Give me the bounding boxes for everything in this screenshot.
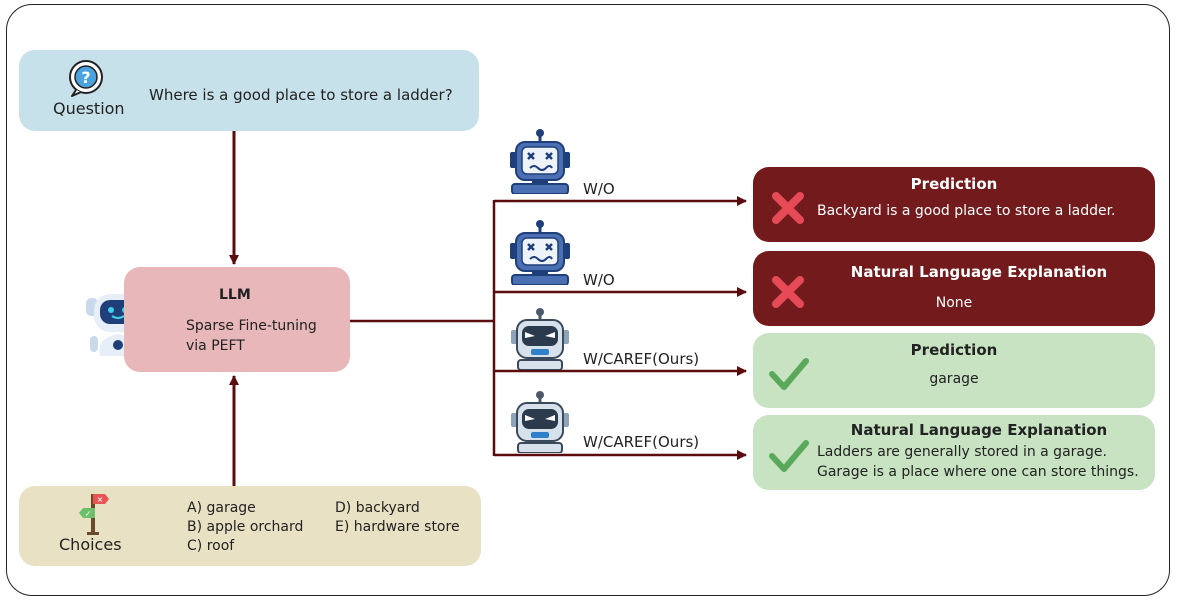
svg-text:✓: ✓ xyxy=(85,510,92,519)
llm-desc-line-1: Sparse Fine-tuning xyxy=(186,318,317,334)
choice-e: E) hardware store xyxy=(335,519,460,535)
branch-label-2: W/O xyxy=(583,271,615,289)
output-text: garage xyxy=(929,371,979,387)
angry-robot-icon xyxy=(511,308,569,370)
output-title: Natural Language Explanation xyxy=(850,421,1108,439)
choice-a: A) garage xyxy=(187,500,256,516)
llm-title: LLM xyxy=(219,287,251,303)
cross-icon xyxy=(772,276,804,308)
broken-robot-icon xyxy=(510,220,570,285)
llm-desc-line-2: via PEFT xyxy=(186,338,245,354)
output-title: Natural Language Explanation xyxy=(850,263,1108,281)
branch-label-1: W/O xyxy=(583,180,615,198)
svg-text:?: ? xyxy=(81,68,90,87)
question-text: Where is a good place to store a ladder? xyxy=(149,86,453,104)
question-label: Question xyxy=(53,99,125,118)
checkmark-icon xyxy=(769,358,809,390)
output-text-line-1: Ladders are generally stored in a garage… xyxy=(817,444,1107,460)
output-text: Backyard is a good place to store a ladd… xyxy=(817,203,1116,219)
output-title: Prediction xyxy=(910,175,998,193)
cross-icon xyxy=(772,192,804,224)
choice-b: B) apple orchard xyxy=(187,519,304,535)
choices-box: ✕ ✓ Choices A) garage B) apple orchard C… xyxy=(19,486,481,566)
output-explanation-correct: Natural Language Explanation Ladders are… xyxy=(753,415,1155,490)
choices-label: Choices xyxy=(59,535,122,554)
output-explanation-wrong: Natural Language Explanation None xyxy=(753,251,1155,326)
choice-c: C) roof xyxy=(187,538,235,554)
output-text: None xyxy=(935,295,973,311)
svg-text:✕: ✕ xyxy=(97,496,104,505)
diagram-frame xyxy=(6,4,1170,596)
branch-label-3: W/CAREF(Ours) xyxy=(583,350,700,368)
question-box: ? Question Where is a good place to stor… xyxy=(19,50,479,131)
output-title: Prediction xyxy=(910,341,998,359)
angry-robot-icon xyxy=(511,391,569,453)
output-prediction-correct: Prediction garage xyxy=(753,333,1155,408)
llm-box: LLM Sparse Fine-tuning via PEFT xyxy=(124,267,350,372)
signpost-icon: ✕ ✓ xyxy=(79,494,109,535)
llm-description: Sparse Fine-tuning via PEFT xyxy=(186,316,317,356)
question-mark-icon: ? xyxy=(69,60,103,97)
checkmark-icon xyxy=(769,440,809,472)
broken-robot-icon xyxy=(510,129,570,194)
choice-d: D) backyard xyxy=(335,500,420,516)
output-text-line-2: Garage is a place where one can store th… xyxy=(817,464,1139,480)
branch-label-4: W/CAREF(Ours) xyxy=(583,433,700,451)
output-prediction-wrong: Prediction Backyard is a good place to s… xyxy=(753,167,1155,242)
